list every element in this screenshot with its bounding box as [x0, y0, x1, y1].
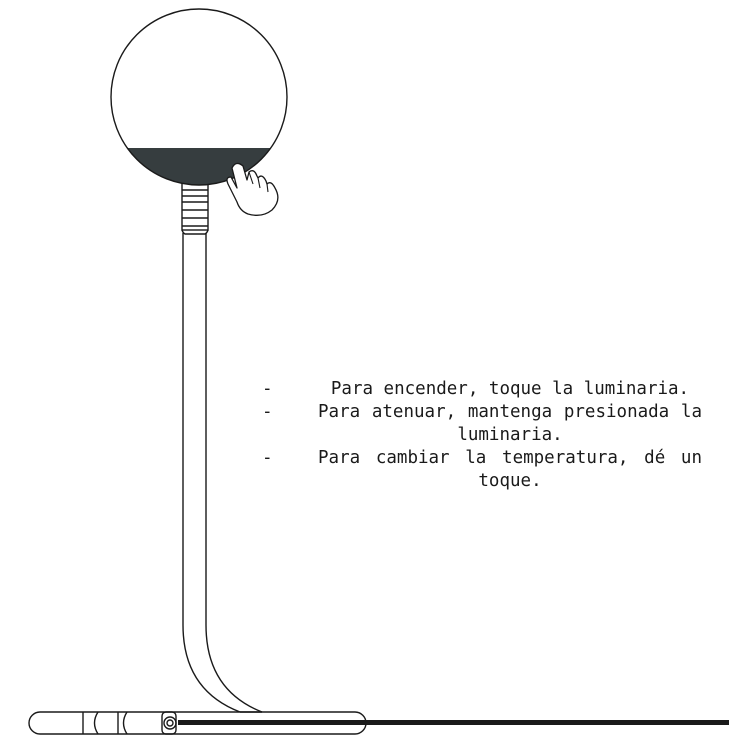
- lamp-stem: [182, 233, 263, 713]
- instruction-item: - Para encender, toque la luminaria.: [262, 378, 702, 401]
- power-cable-icon: [178, 720, 729, 725]
- bullet-dash: -: [262, 379, 273, 399]
- lamp-globe-icon[interactable]: [100, 8, 300, 198]
- instruction-text-temperature: Para cambiar la temperatura, dé un toque…: [318, 448, 702, 491]
- touch-hand-icon: [226, 162, 279, 216]
- lamp-neck: [181, 174, 209, 235]
- instruction-text-on: Para encender, toque la luminaria.: [330, 379, 690, 399]
- instruction-item: - Para atenuar, mantenga presionada la l…: [262, 401, 702, 447]
- lamp-base-icon: [28, 711, 367, 735]
- instruction-text-dim: Para atenuar, mantenga presionada la lum…: [318, 402, 702, 445]
- instruction-item: - Para cambiar la temperatura, dé un toq…: [262, 447, 702, 493]
- bullet-dash: -: [262, 448, 273, 468]
- bullet-dash: -: [262, 402, 273, 422]
- instructions-list: - Para encender, toque la luminaria. - P…: [262, 378, 702, 493]
